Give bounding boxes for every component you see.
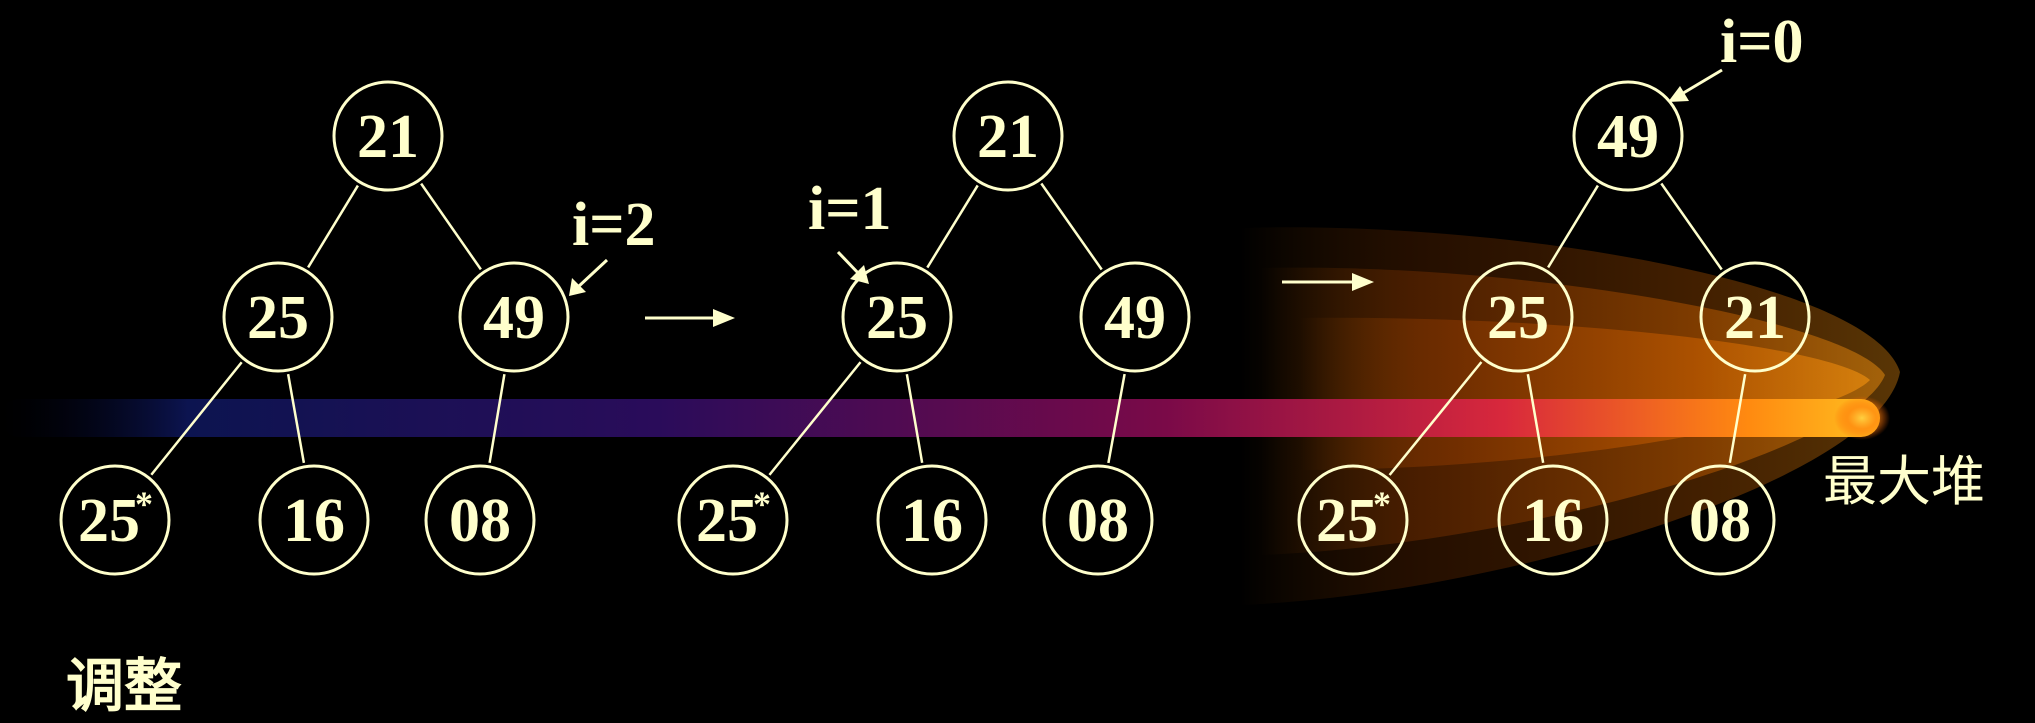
- tree-1-node-6: 08: [424, 464, 536, 576]
- node-value: 08: [1067, 487, 1129, 555]
- node-value: 25: [696, 487, 758, 555]
- node-circle: [1497, 464, 1609, 576]
- tree-1-edge-1: [307, 184, 359, 269]
- node-circle: [59, 464, 171, 576]
- node-circle: [1572, 80, 1684, 192]
- node-value: 08: [1689, 487, 1751, 555]
- tree-3-edge-2: [1660, 182, 1723, 271]
- pointer-label-i2: i=2: [572, 191, 656, 259]
- node-circle: [841, 261, 953, 373]
- tree-2-node-5: 16: [876, 464, 988, 576]
- pointer-label-i1: i=1: [808, 175, 892, 243]
- comet-streak: [0, 399, 1880, 437]
- tree-1-node-1: 21: [332, 80, 444, 192]
- tree-1-node-5: 16: [258, 464, 370, 576]
- node-circle: [1664, 464, 1776, 576]
- node-value: 16: [1522, 487, 1584, 555]
- node-value: 49: [483, 284, 545, 352]
- tree-2-node-1: 21: [952, 80, 1064, 192]
- node-value: 21: [357, 103, 419, 171]
- node-value: 49: [1104, 284, 1166, 352]
- tree-3-node-6: 08: [1664, 464, 1776, 576]
- tree-1-edge-4: [286, 373, 306, 464]
- node-value: 25: [247, 284, 309, 352]
- tree-2-edge-4: [905, 373, 924, 464]
- node-value: 25: [866, 284, 928, 352]
- tree-2-node-4: 25*: [677, 464, 789, 576]
- tree-3-node-2: 25: [1462, 261, 1574, 373]
- node-circle: [1297, 464, 1409, 576]
- tree-2-node-6: 08: [1042, 464, 1154, 576]
- tree-3-edge-4: [1526, 373, 1545, 464]
- node-circle: [1699, 261, 1811, 373]
- transition-arrow-1: [645, 309, 735, 327]
- caption: 调整: [66, 652, 182, 720]
- tree-3-node-3: 21: [1699, 261, 1811, 373]
- tree-3-node-1: 49: [1572, 80, 1684, 192]
- tree-1-edge-3: [150, 361, 243, 476]
- tree-1-edge-2: [420, 182, 482, 271]
- node-circle: [222, 261, 334, 373]
- tree-2-edge-3: [768, 361, 862, 476]
- pointer-label-i0: i=0: [1720, 8, 1804, 76]
- node-circle: [458, 261, 570, 373]
- node-circle: [332, 80, 444, 192]
- node-circle: [424, 464, 536, 576]
- node-circle: [952, 80, 1064, 192]
- tree-2-node-3: 49: [1079, 261, 1191, 373]
- node-circle: [1079, 261, 1191, 373]
- tree-2-edge-5: [1107, 373, 1126, 464]
- tree-3-edge-5: [1728, 373, 1747, 464]
- node-value: 25: [1487, 284, 1549, 352]
- tree-3-node-5: 16: [1497, 464, 1609, 576]
- tree-2-edge-2: [1040, 182, 1103, 271]
- node-circle: [677, 464, 789, 576]
- tree-1-node-2: 25: [222, 261, 334, 373]
- max-heap-label: 最大堆: [1823, 450, 1985, 513]
- node-value: 08: [449, 487, 511, 555]
- node-duplicate-mark: *: [753, 484, 771, 524]
- node-duplicate-mark: *: [135, 484, 153, 524]
- node-value: 16: [283, 487, 345, 555]
- node-value: 21: [1724, 284, 1786, 352]
- comet-head: [1834, 396, 1890, 440]
- node-value: 16: [901, 487, 963, 555]
- tree-2-edge-1: [926, 184, 979, 269]
- pointer-i2: i=2: [569, 191, 656, 296]
- node-circle: [876, 464, 988, 576]
- node-value: 25: [78, 487, 140, 555]
- transition-arrow-2: [1282, 273, 1374, 291]
- pointer-i1: i=1: [808, 175, 892, 284]
- node-circle: [258, 464, 370, 576]
- node-circle: [1042, 464, 1154, 576]
- tree-3-edge-3: [1388, 361, 1483, 476]
- tree-2-node-2: 25: [841, 261, 953, 373]
- node-value: 49: [1597, 103, 1659, 171]
- node-value: 21: [977, 103, 1039, 171]
- node-value: 25: [1316, 487, 1378, 555]
- node-circle: [1462, 261, 1574, 373]
- node-duplicate-mark: *: [1373, 484, 1391, 524]
- tree-3-node-4: 25*: [1297, 464, 1409, 576]
- pointer-i0: i=0: [1668, 8, 1804, 102]
- tree-1-node-3: 49: [458, 261, 570, 373]
- tree-1-edge-5: [488, 373, 506, 464]
- tree-1-node-4: 25*: [59, 464, 171, 576]
- tree-3-edge-1: [1547, 184, 1599, 269]
